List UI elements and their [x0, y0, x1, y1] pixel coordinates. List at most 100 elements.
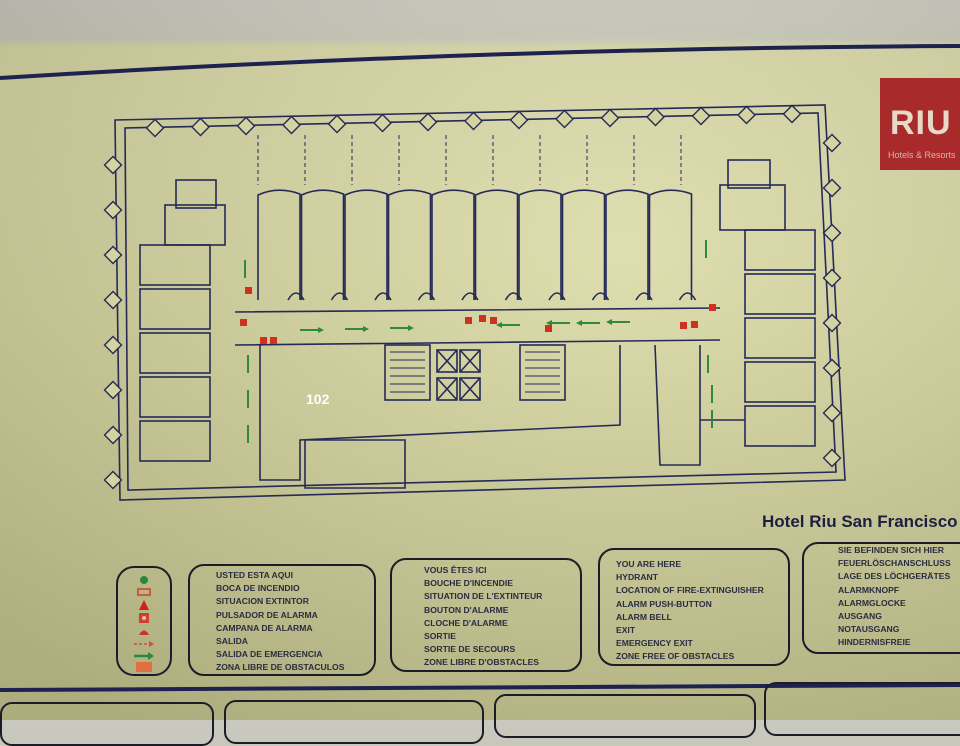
door [635, 292, 653, 301]
legend-item-french: VOUS ÊTES ICI [424, 565, 487, 575]
fire-equipment-marker [490, 317, 497, 324]
elevator-cross [436, 349, 458, 373]
column [103, 290, 123, 310]
legend-item-german: SIE BEFINDEN SICH HIER [838, 545, 945, 555]
exit-arrow-head [318, 327, 324, 333]
logo-tagline: Hotels & Resorts [888, 150, 956, 160]
legend-item-spanish: SITUACION EXTINTOR [216, 596, 309, 607]
legend-item-spanish: BOCA DE INCENDIO [216, 583, 300, 594]
fire-extinguisher-icon [118, 597, 170, 615]
stairs [519, 344, 566, 401]
legend-spanish: USTED ESTA AQUI BOCA DE INCENDIO SITUACION… [188, 564, 376, 676]
room [344, 189, 388, 300]
door [287, 292, 305, 301]
legend-item-german: LAGE DES LÖCHGERÄTES [838, 571, 951, 582]
fire-equipment-marker [260, 337, 267, 344]
you-are-here-icon [118, 572, 170, 590]
room [139, 376, 211, 418]
column [782, 104, 802, 124]
outer-wall [114, 104, 846, 501]
legend-item-french: BOUCHE D'INCENDIE [424, 578, 513, 589]
fire-equipment-marker [270, 337, 277, 344]
legend-french: VOUS ÊTES ICI BOUCHE D'INCENDIE SITUATION … [390, 558, 582, 672]
legend-item-spanish: CAMPANA DE ALARMA [216, 622, 313, 633]
alarm-push-button-icon [118, 610, 170, 628]
column [822, 223, 842, 243]
legend-item-french: BOUTON D'ALARME [424, 604, 509, 615]
legend-item-english: LOCATION OF FIRE-EXTINGUISHER [616, 585, 764, 596]
room [605, 189, 649, 300]
zone-free-icon [118, 659, 170, 677]
exit-arrow-head [576, 320, 582, 326]
column [822, 448, 842, 468]
elevator [459, 377, 481, 401]
room [474, 189, 519, 300]
right-core [654, 344, 745, 466]
room [431, 189, 475, 300]
legend-item-spanish: ZONA LIBRE DE OBSTACULOS [216, 662, 345, 673]
column [327, 114, 347, 134]
room [139, 420, 211, 462]
column [822, 358, 842, 378]
fire-equipment-marker [680, 322, 687, 329]
legend-item-english: EMERGENCY EXIT [616, 638, 693, 649]
door [417, 292, 436, 301]
column [646, 107, 665, 127]
column [103, 245, 123, 265]
column [691, 106, 711, 126]
info-panel-3 [494, 694, 756, 738]
column [737, 105, 756, 125]
outer-wall-inner [124, 112, 837, 491]
column [103, 380, 123, 400]
room [387, 189, 432, 300]
room [175, 179, 217, 209]
exit-arrow-head [606, 319, 612, 325]
legend-item-german: NOTAUSGANG [838, 624, 900, 635]
fire-equipment-marker [479, 315, 486, 322]
elevator-cross [436, 377, 458, 401]
emergency-exit-arrow-icon [118, 647, 170, 665]
column [418, 112, 438, 132]
door [461, 292, 479, 301]
exit-arrow-head [363, 326, 369, 332]
info-panel-1 [0, 702, 214, 746]
legend-item-german: AUSGANG [838, 611, 882, 622]
room [304, 439, 406, 489]
legend-item-spanish: USTED ESTA AQUI [216, 570, 294, 580]
room [561, 189, 606, 300]
legend-item-french: SITUATION DE L'EXTINTEUR [424, 591, 543, 602]
legend-item-french: SORTIE DE SECOURS [424, 644, 516, 655]
legend-item-english: HYDRANT [616, 572, 659, 583]
legend-item-english: YOU ARE HERE [616, 559, 682, 569]
hotel-title: Hotel Riu San Francisco [762, 512, 958, 531]
legend-item-english: ZONE FREE OF OBSTACLES [616, 651, 735, 662]
room [257, 189, 301, 300]
column [236, 116, 256, 136]
legend-item-english: ALARM BELL [616, 611, 672, 622]
door [504, 292, 523, 301]
legend-english: YOU ARE HERE HYDRANT LOCATION OF FIRE-EXTI… [598, 548, 790, 666]
fire-equipment-marker [245, 287, 252, 294]
legend-item-french: SORTIE [424, 631, 456, 642]
column [822, 268, 842, 288]
alarm-bell-icon [118, 623, 170, 641]
column [555, 109, 574, 129]
room [744, 361, 816, 403]
column [145, 118, 165, 138]
info-panel-4 [764, 682, 960, 736]
fire-equipment-marker [709, 304, 716, 311]
room [139, 288, 211, 330]
fire-equipment-marker [545, 325, 552, 332]
exit-arrow-head [496, 322, 502, 328]
exit-arrow-head [546, 320, 552, 326]
door [330, 292, 349, 301]
column [822, 403, 842, 423]
room-number-label: 102 [306, 391, 330, 407]
legend-item-spanish: SALIDA [216, 636, 248, 647]
column [103, 470, 123, 490]
room [518, 189, 562, 300]
room [744, 405, 816, 447]
core-wall [259, 345, 621, 481]
fire-equipment-marker [240, 319, 247, 326]
corridor-wall [234, 307, 721, 346]
